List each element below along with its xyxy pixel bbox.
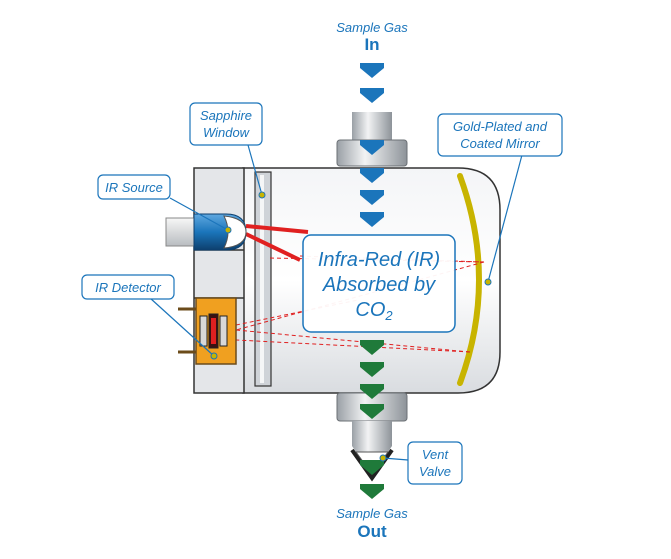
- outflow-arrows: [360, 340, 384, 499]
- chevron-down-icon: [360, 384, 384, 399]
- chevron-down-icon: [360, 404, 384, 419]
- gold-plated-mirror: [457, 173, 482, 386]
- ir-detector: [178, 297, 237, 365]
- outlet-label-line-2: Out: [357, 522, 387, 541]
- callout-sapphire-window: Sapphire Window: [189, 102, 266, 199]
- ir-detector-label: IR Detector: [95, 280, 161, 295]
- chevron-down-icon: [360, 168, 384, 183]
- sapphire-window: [254, 171, 272, 387]
- chevron-down-icon: [360, 362, 384, 377]
- co2-absorption-label: Infra-Red (IR) Absorbed by CO2: [302, 234, 456, 333]
- inflow-arrows: [360, 63, 384, 227]
- chevron-down-icon: [360, 190, 384, 205]
- ir-source: [165, 213, 247, 251]
- vent-label-line-2: Valve: [419, 464, 451, 479]
- chevron-down-icon: [360, 88, 384, 103]
- callout-ir-detector: IR Detector: [81, 274, 218, 360]
- center-line-1: Infra-Red (IR): [318, 249, 440, 271]
- outlet-label-line-1: Sample Gas: [336, 506, 408, 521]
- callout-mirror: Gold-Plated and Coated Mirror: [437, 113, 563, 286]
- chevron-down-icon: [360, 340, 384, 355]
- chevron-down-icon: [360, 460, 384, 475]
- vent-label-line-1: Vent: [422, 447, 450, 462]
- ir-beam-solid: [245, 224, 309, 262]
- ir-source-label: IR Source: [105, 180, 163, 195]
- chevron-down-icon: [360, 212, 384, 227]
- inlet-label-line-2: In: [364, 35, 379, 54]
- center-line-3: CO2: [355, 299, 393, 323]
- callout-ir-source: IR Source: [97, 174, 232, 234]
- sapphire-label-line-2: Window: [203, 125, 251, 140]
- chevron-down-icon: [360, 140, 384, 155]
- inlet-pipe: [336, 112, 408, 167]
- chevron-down-icon: [360, 63, 384, 78]
- mirror-label-line-1: Gold-Plated and: [453, 119, 548, 134]
- center-line-2: Absorbed by: [322, 274, 436, 296]
- chevron-down-icon: [360, 484, 384, 499]
- sapphire-label-line-1: Sapphire: [200, 108, 252, 123]
- callout-vent-valve: Vent Valve: [379, 441, 463, 485]
- inlet-label-line-1: Sample Gas: [336, 20, 408, 35]
- mirror-label-line-2: Coated Mirror: [460, 136, 540, 151]
